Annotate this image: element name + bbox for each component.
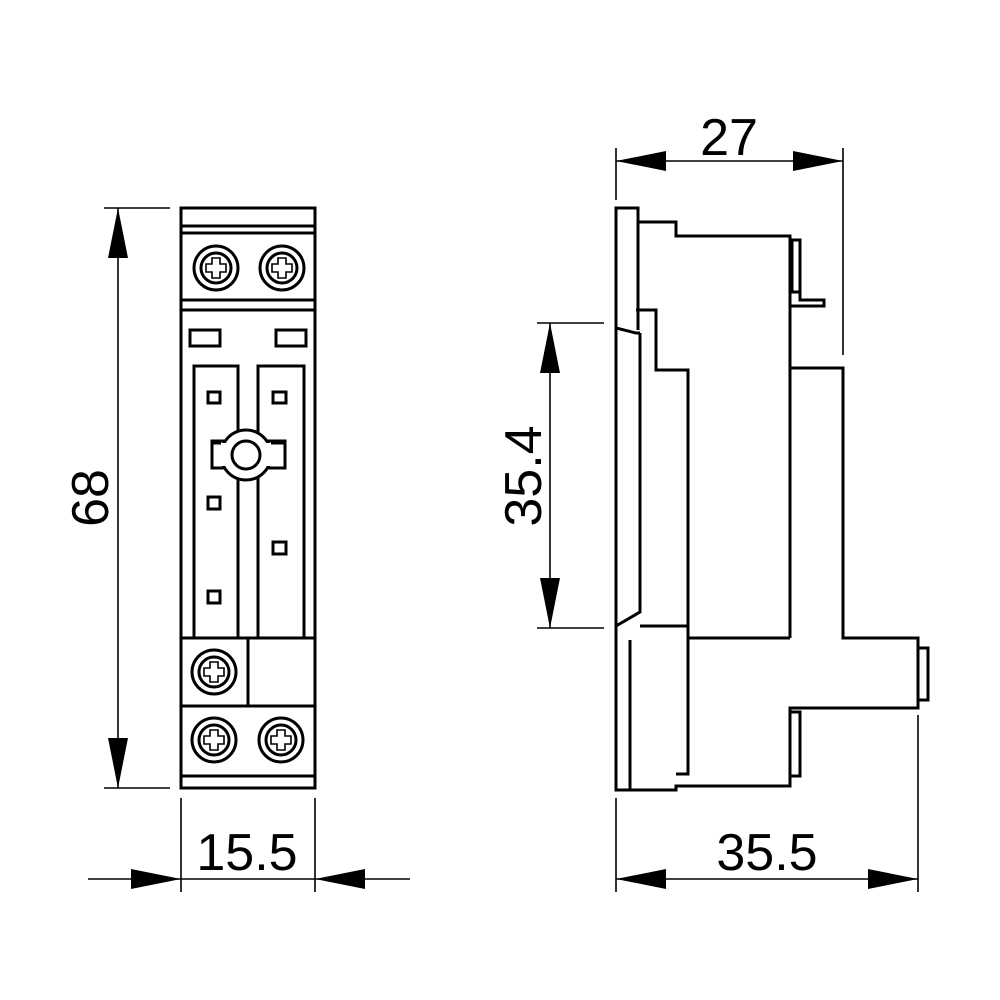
- dimension-front-width: 15.5: [88, 798, 410, 892]
- contact-channel-right: [256, 364, 306, 640]
- dimension-side-bottom-width: 35.5: [615, 715, 919, 892]
- side-view: [614, 206, 930, 792]
- front-body-outline: [179, 206, 317, 790]
- screw-terminal-bottom-right: [257, 716, 305, 764]
- lower-latch: [788, 710, 802, 778]
- front-width-label: 15.5: [196, 824, 297, 882]
- screw-terminal-middle: [190, 648, 238, 696]
- side-rail-height-label: 35.4: [495, 425, 553, 526]
- pin-hole: [271, 390, 288, 405]
- dimension-side-rail-height: 35.4: [495, 322, 604, 629]
- pin-hole: [206, 390, 222, 405]
- dimension-side-top-width: 27: [615, 109, 844, 355]
- front-height-label: 68: [62, 469, 120, 527]
- side-body-outline: [614, 206, 920, 792]
- upper-latch: [790, 238, 802, 294]
- screw-terminal-bottom-left: [190, 716, 238, 764]
- center-clip: [210, 428, 287, 482]
- side-bottom-width-label: 35.5: [716, 824, 817, 882]
- contact-channel-left: [192, 364, 240, 640]
- front-view: [179, 206, 317, 790]
- indicator-slot-left: [188, 328, 222, 348]
- pin-hole: [271, 540, 288, 556]
- side-connector: [916, 646, 930, 702]
- indicator-slot-right: [274, 328, 308, 348]
- dimension-front-height: 68: [62, 207, 170, 789]
- pin-hole: [206, 589, 222, 605]
- screw-terminal-top-left: [192, 244, 240, 292]
- screw-terminal-top-right: [258, 244, 306, 292]
- side-top-width-label: 27: [700, 109, 758, 167]
- pin-hole: [206, 495, 222, 511]
